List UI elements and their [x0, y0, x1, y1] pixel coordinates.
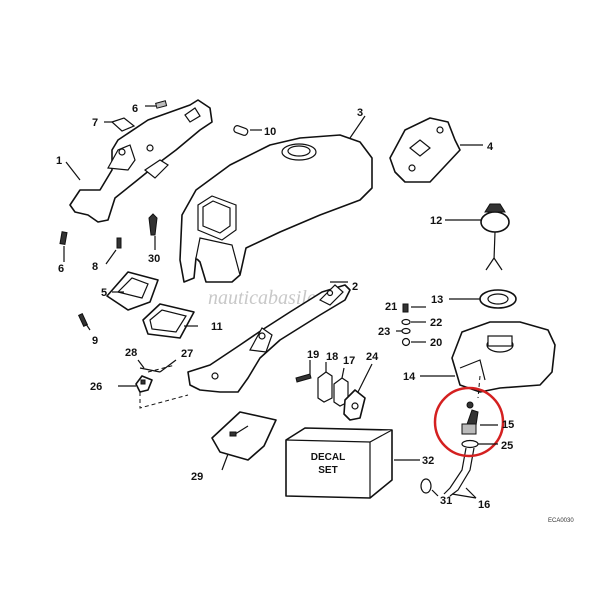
- callout-6-left: 6: [58, 263, 64, 275]
- callout-27: 27: [181, 348, 193, 360]
- part-13-gasket[interactable]: [479, 289, 517, 309]
- part-8-screw[interactable]: [116, 237, 122, 249]
- callout-3: 3: [357, 107, 363, 119]
- part-30-screw[interactable]: [148, 213, 158, 236]
- part-12-fuel-cap[interactable]: [480, 203, 510, 271]
- callout-8: 8: [92, 261, 98, 273]
- callout-30: 30: [148, 253, 160, 265]
- part-16-fuel-hose[interactable]: [443, 447, 475, 497]
- highlight-circle: [433, 386, 505, 458]
- decal-label-line2: SET: [318, 465, 337, 476]
- callout-6-top: 6: [132, 103, 138, 115]
- callout-19: 19: [307, 349, 319, 361]
- part-28-pin[interactable]: [139, 367, 161, 373]
- callout-31: 31: [440, 495, 452, 507]
- part-26-knob[interactable]: [135, 375, 153, 393]
- dashed-guide-tank: [477, 375, 481, 399]
- callout-4: 4: [487, 141, 494, 153]
- callout-22: 22: [430, 317, 442, 329]
- callout-24: 24: [366, 351, 379, 363]
- part-10-pin[interactable]: [233, 125, 249, 136]
- part-18-clip[interactable]: [317, 371, 333, 403]
- part-27-link[interactable]: [147, 364, 176, 373]
- callout-23: 23: [378, 326, 390, 338]
- part-25-washer[interactable]: [461, 439, 479, 449]
- callout-25: 25: [501, 440, 513, 452]
- part-4-bracket[interactable]: [389, 117, 461, 183]
- part-32-decal-set[interactable]: DECAL SET: [285, 427, 393, 499]
- part-9-screw[interactable]: [77, 313, 89, 327]
- part-20-grommet[interactable]: [401, 337, 411, 347]
- callout-32: 32: [422, 455, 434, 467]
- callout-7: 7: [92, 117, 98, 129]
- part-24-bracket[interactable]: [343, 389, 366, 421]
- part-5-plate[interactable]: [106, 271, 159, 311]
- part-7-clip[interactable]: [110, 117, 136, 132]
- callout-9: 9: [92, 335, 98, 347]
- part-15-fuel-petcock[interactable]: [461, 401, 479, 435]
- part-6-screw-top[interactable]: [155, 100, 168, 109]
- callout-12: 12: [430, 215, 442, 227]
- callout-16: 16: [478, 499, 490, 511]
- part-19-screw[interactable]: [295, 373, 312, 383]
- callout-labels: 1 2 3 4 5 6 6 7 8 9 10 11 12 13 14 15 16…: [56, 103, 514, 511]
- part-23-nut[interactable]: [401, 327, 411, 335]
- callout-5: 5: [101, 287, 107, 299]
- decal-label-line1: DECAL: [311, 452, 345, 463]
- callout-21: 21: [385, 301, 397, 313]
- callout-29: 29: [191, 471, 203, 483]
- callout-15: 15: [502, 419, 514, 431]
- callout-11: 11: [211, 321, 223, 333]
- dashed-guide-left: [139, 392, 189, 409]
- watermark: nauticabasile.it: [208, 287, 332, 309]
- callout-26: 26: [90, 381, 102, 393]
- drawing-code: ECA0030: [548, 518, 574, 524]
- part-3-motor-cover[interactable]: [179, 134, 373, 283]
- part-29-sleeve[interactable]: [211, 411, 277, 461]
- part-6-screw-left[interactable]: [59, 231, 68, 246]
- callout-20: 20: [430, 337, 442, 349]
- callout-10: 10: [264, 126, 276, 138]
- part-1-bracket[interactable]: [69, 99, 213, 223]
- callout-28: 28: [125, 347, 137, 359]
- callout-14: 14: [403, 371, 416, 383]
- part-31-clamp[interactable]: [420, 478, 432, 494]
- callout-2: 2: [352, 281, 358, 293]
- part-22-washer[interactable]: [401, 318, 411, 326]
- leader-lines: [63, 105, 498, 499]
- part-11-frame[interactable]: [142, 303, 195, 339]
- callout-17: 17: [343, 355, 355, 367]
- part-21-screw[interactable]: [402, 303, 409, 313]
- callout-13: 13: [431, 294, 443, 306]
- part-14-fuel-tank[interactable]: [451, 321, 556, 393]
- callout-1: 1: [56, 155, 62, 167]
- part-2-lower-bracket[interactable]: [187, 284, 351, 393]
- callout-18: 18: [326, 351, 338, 363]
